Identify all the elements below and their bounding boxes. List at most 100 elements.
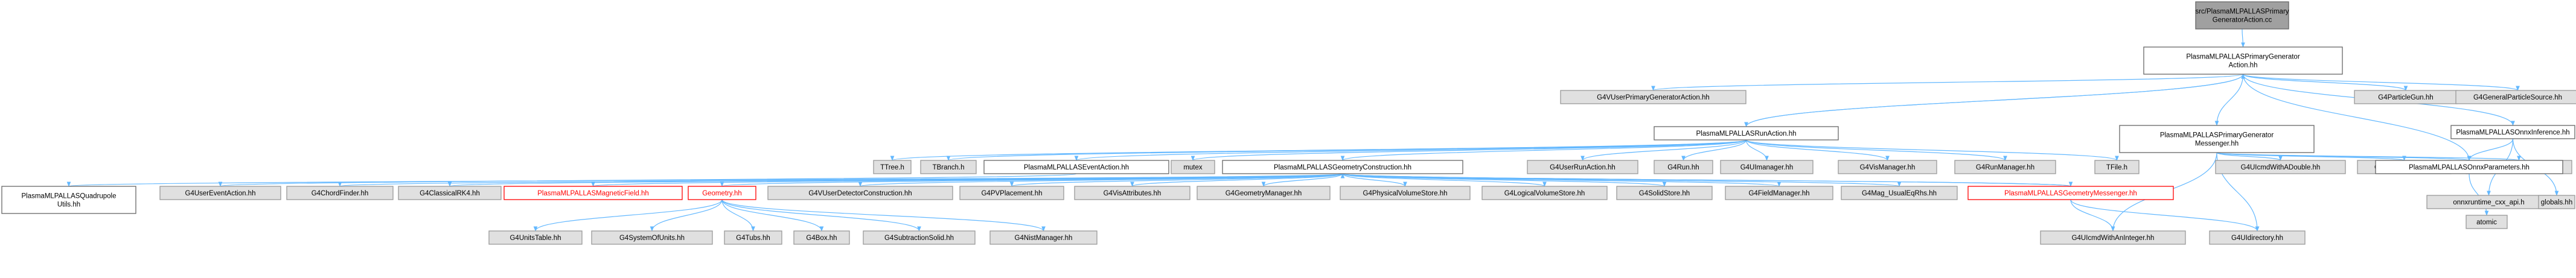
node-label: src/PlasmaMLPALLASPrimary — [2195, 8, 2289, 16]
edge-run-hh-to-g4vis — [1745, 139, 1890, 161]
node-g4uicd[interactable]: G4UIcmdWithADouble.hh — [2215, 160, 2346, 174]
edge-geomsg-to-g4uidir — [2070, 199, 2260, 232]
node-g4run[interactable]: G4Run.hh — [1654, 160, 1713, 174]
node-g4vis[interactable]: G4VisManager.hh — [1838, 160, 1937, 174]
node-onnxpar[interactable]: PlasmaMLPALLASOnnxParameters.hh — [2375, 160, 2563, 174]
node-g4mag[interactable]: G4Mag_UsualEqRhs.hh — [1841, 186, 1958, 200]
edge-geo-hh-to-g4pvp — [1010, 173, 1343, 187]
node-label: G4RunManager.hh — [1976, 164, 2034, 171]
node-label: PlasmaMLPALLASOnnxInference.hh — [2456, 129, 2569, 136]
node-ttree[interactable]: TTree.h — [873, 160, 912, 174]
edge-geometry-to-g4box — [721, 199, 824, 232]
node-g4uicwai[interactable]: G4UIcmdWithAnInteger.hh — [2040, 230, 2186, 245]
node-magfield[interactable]: PlasmaMLPALLASMagneticField.hh — [503, 186, 683, 200]
node-box — [863, 230, 976, 245]
node-g4udc[interactable]: G4VUserDetectorConstruction.hh — [767, 186, 953, 200]
node-label: G4Tubs.hh — [736, 235, 770, 242]
edge-run-hh-to-pga-hh — [1745, 74, 2245, 127]
node-label: G4SubtractionSolid.hh — [884, 235, 954, 242]
node-globals[interactable]: globals.hh — [2538, 195, 2575, 209]
node-g4runman[interactable]: G4RunManager.hh — [1954, 160, 2056, 174]
node-label: G4FieldManager.hh — [1748, 190, 1809, 197]
node-box — [2466, 215, 2508, 229]
node-box — [2215, 160, 2346, 174]
node-g4subsolid[interactable]: G4SubtractionSolid.hh — [863, 230, 976, 245]
node-g4units[interactable]: G4UnitsTable.hh — [488, 230, 583, 245]
node-onnxinf[interactable]: PlasmaMLPALLASOnnxInference.hh — [2450, 125, 2575, 139]
node-box — [767, 186, 953, 200]
node-g4field[interactable]: G4FieldManager.hh — [1725, 186, 1833, 200]
node-g4pvs[interactable]: G4PhysicalVolumeStore.hh — [1340, 186, 1471, 200]
node-label: atomic — [2476, 219, 2497, 226]
node-onnxrt[interactable]: onnxruntime_cxx_api.h — [2426, 195, 2551, 209]
node-label: globals.hh — [2541, 199, 2572, 206]
node-box — [159, 186, 281, 200]
node-box — [2119, 125, 2315, 153]
node-g4uea[interactable]: G4UserEventAction.hh — [159, 186, 281, 200]
node-box — [1340, 186, 1471, 200]
node-g4ura[interactable]: G4UserRunAction.hh — [1527, 160, 1638, 174]
node-box — [398, 186, 502, 200]
edge-geometry-to-g4sysunits — [650, 199, 723, 232]
edge-pgm-hh-to-g4uicd — [2216, 152, 2283, 161]
node-label: G4PhysicalVolumeStore.hh — [1363, 190, 1448, 197]
node-g4tubs[interactable]: G4Tubs.hh — [724, 230, 782, 245]
node-box — [1074, 186, 1191, 200]
node-box — [488, 230, 583, 245]
edge-geo-hh-to-g4crk4 — [448, 173, 1343, 187]
node-g4solid[interactable]: G4SolidStore.hh — [1616, 186, 1713, 200]
node-g4geoman[interactable]: G4GeometryManager.hh — [1197, 186, 1331, 200]
edge-geometry-to-g4nist — [721, 199, 1046, 232]
node-g4lvs[interactable]: G4LogicalVolumeStore.hh — [1481, 186, 1608, 200]
node-box — [1197, 186, 1331, 200]
edge-run-hh-to-g4ura — [1580, 139, 1747, 161]
node-box — [2094, 160, 2140, 174]
node-label: G4ParticleGun.hh — [2378, 94, 2433, 101]
node-geo-hh[interactable]: PlasmaMLPALLASGeometryConstruction.hh — [1222, 160, 1463, 174]
node-g4box[interactable]: G4Box.hh — [793, 230, 850, 245]
node-box — [1560, 90, 1747, 104]
edge-pgm-hh-to-onnxpar — [2216, 152, 2471, 161]
node-box — [959, 186, 1064, 200]
node-g4uiman[interactable]: G4UImanager.hh — [1720, 160, 1814, 174]
node-label: PlasmaMLPALLASGeometryConstruction.hh — [1274, 164, 1411, 171]
node-label: G4Box.hh — [806, 235, 837, 242]
node-g4visattr[interactable]: G4VisAttributes.hh — [1074, 186, 1191, 200]
node-g4crk4[interactable]: G4ClassicalRK4.hh — [398, 186, 502, 200]
node-box — [989, 230, 1098, 245]
node-label: TTree.h — [880, 164, 904, 171]
node-mutex[interactable]: mutex — [1171, 160, 1215, 174]
node-label: PlasmaMLPALLASOnnxParameters.hh — [2409, 164, 2530, 171]
node-tbranch[interactable]: TBranch.h — [920, 160, 977, 174]
node-tfile[interactable]: TFile.h — [2094, 160, 2140, 174]
node-box — [591, 230, 713, 245]
node-label: G4UIcmdWithADouble.hh — [2241, 164, 2321, 171]
node-geometry[interactable]: Geometry.hh — [688, 186, 756, 200]
node-label: PlasmaMLPALLASGeometryMessenger.hh — [2004, 190, 2137, 197]
node-label: G4PVPlacement.hh — [981, 190, 1042, 197]
node-g4nist[interactable]: G4NistManager.hh — [989, 230, 1098, 245]
node-geomsg[interactable]: PlasmaMLPALLASGeometryMessenger.hh — [1967, 186, 2174, 200]
node-g4gps[interactable]: G4GeneralParticleSource.hh — [2455, 90, 2576, 104]
edge-pga-hh-to-onnxpar — [2242, 74, 2472, 161]
node-pgm-hh[interactable]: PlasmaMLPALLASPrimaryGeneratorMessenger.… — [2119, 125, 2315, 153]
node-g4sysunits[interactable]: G4SystemOfUnits.hh — [591, 230, 713, 245]
node-g4pgun[interactable]: G4ParticleGun.hh — [2354, 90, 2458, 104]
node-box — [503, 186, 683, 200]
node-box — [1527, 160, 1638, 174]
edge-pga-hh-to-pgm-hh — [2214, 74, 2244, 126]
node-g4upga[interactable]: G4VUserPrimaryGeneratorAction.hh — [1560, 90, 1747, 104]
node-run-hh[interactable]: PlasmaMLPALLASRunAction.hh — [1654, 126, 1839, 141]
node-box — [1481, 186, 1608, 200]
node-label: GeneratorAction.cc — [2213, 17, 2272, 24]
node-atomic[interactable]: atomic — [2466, 215, 2508, 229]
node-label: onnxruntime_cxx_api.h — [2453, 199, 2524, 206]
edge-geo-hh-to-g4geoman — [1261, 173, 1343, 187]
node-g4pvp[interactable]: G4PVPlacement.hh — [959, 186, 1064, 200]
node-g4uidir[interactable]: G4UIdirectory.hh — [2209, 230, 2306, 245]
node-evt-hh[interactable]: PlasmaMLPALLASEventAction.hh — [983, 160, 1169, 174]
node-g4chord[interactable]: G4ChordFinder.hh — [286, 186, 394, 200]
node-label: TBranch.h — [932, 164, 964, 171]
